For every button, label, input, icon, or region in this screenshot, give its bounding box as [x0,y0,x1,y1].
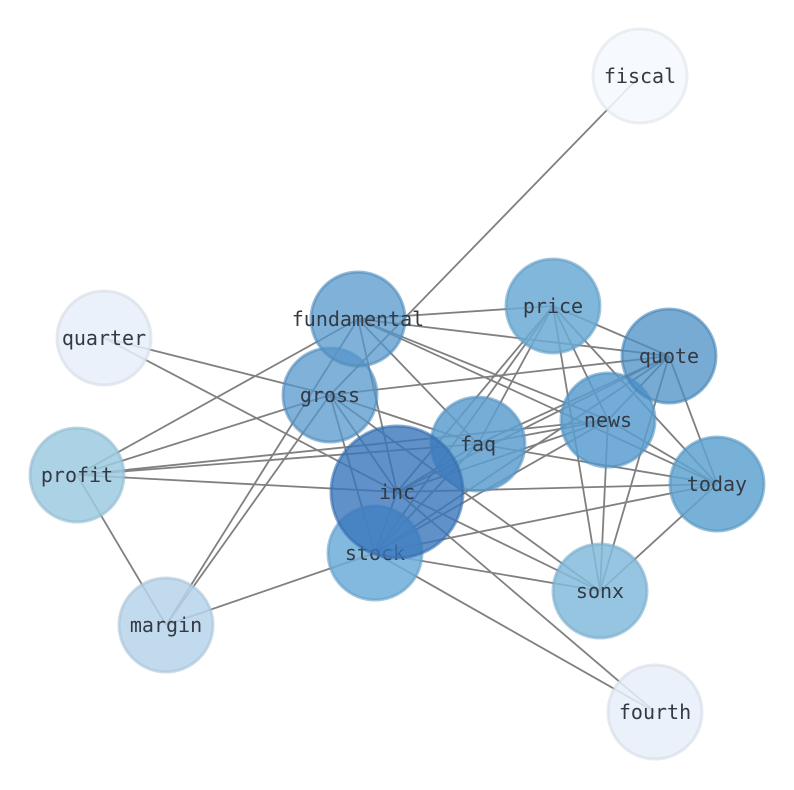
node-label-fundamental: fundamental [292,307,424,331]
node-label-price: price [523,294,583,318]
node-circle-quote [620,307,718,405]
node-circle-sonx [551,542,649,640]
node-label-sonx: sonx [576,579,624,603]
node-circle-margin [117,576,215,674]
node-circle-profit [28,426,126,524]
node-label-faq: faq [460,432,496,456]
node-fiscal: fiscal [591,27,689,125]
node-circle-fiscal [591,27,689,125]
node-profit: profit [28,426,126,524]
node-label-news: news [584,408,632,432]
node-label-inc: inc [379,480,415,504]
node-label-gross: gross [300,383,360,407]
node-circle-price [504,257,602,355]
node-fourth: fourth [606,663,704,761]
node-margin: margin [117,576,215,674]
node-label-today: today [687,472,747,496]
node-label-quarter: quarter [62,326,146,350]
node-sonx: sonx [551,542,649,640]
edge-gross-quote [329,355,670,396]
nodes-layer: fiscalquarterfourthprofitmarginsonxstock… [28,27,766,761]
node-label-margin: margin [130,613,202,637]
edge-stock-fourth [374,552,656,713]
node-inc: inc [329,424,465,560]
node-circle-today [668,435,766,533]
node-circle-inc [329,424,465,560]
node-quote: quote [620,307,718,405]
node-label-profit: profit [41,463,113,487]
node-quarter: quarter [55,289,153,387]
node-price: price [504,257,602,355]
node-label-fiscal: fiscal [604,64,676,88]
node-circle-news [559,371,657,469]
node-label-quote: quote [639,344,699,368]
node-today: today [668,435,766,533]
node-gross: gross [281,346,379,444]
edge-fundamental-profit [76,318,359,476]
node-news: news [559,371,657,469]
edge-fundamental-today [357,318,718,485]
node-fundamental: fundamental [292,270,424,368]
edge-fundamental-quote [357,318,670,357]
node-circle-fourth [606,663,704,761]
node-label-fourth: fourth [619,700,691,724]
node-circle-quarter [55,289,153,387]
node-circle-fundamental [309,270,407,368]
